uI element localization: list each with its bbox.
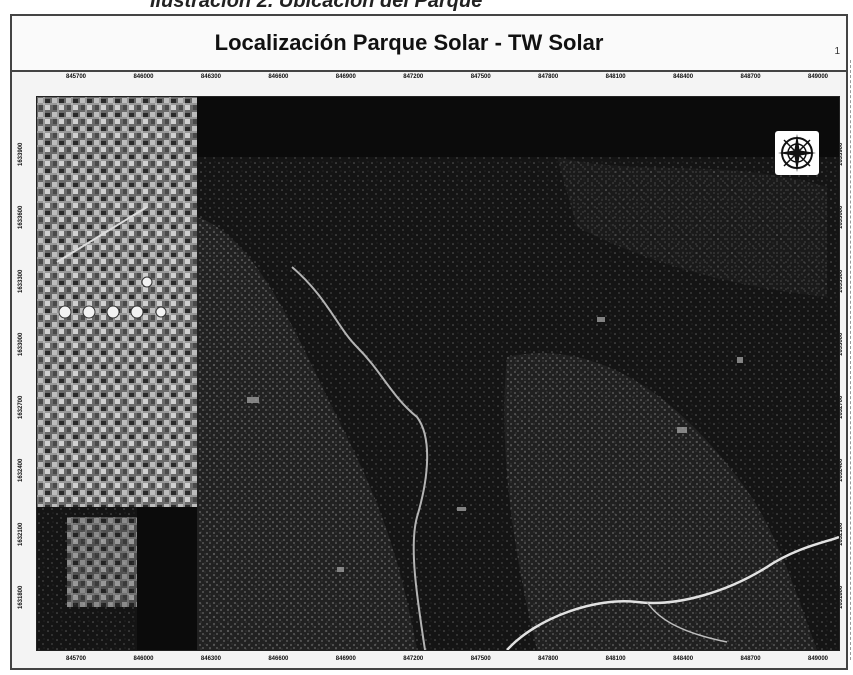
x-tick-label: 848100 <box>605 74 626 80</box>
x-tick-label: 847800 <box>538 656 559 662</box>
y-axis-ticks-left: 1633900 1633600 1633300 1633000 1632700 16324… <box>18 96 32 649</box>
y-tick-label: 1633600 <box>18 205 24 230</box>
x-tick-label: 847200 <box>403 74 424 80</box>
y-tick-label: 1631800 <box>18 585 24 609</box>
x-tick-label: 848700 <box>740 656 761 662</box>
x-tick-label: 846000 <box>133 656 154 662</box>
x-tick-label: 846600 <box>268 74 289 80</box>
x-tick-label: 846600 <box>268 656 289 662</box>
y-tick-label: 1632400 <box>18 459 24 483</box>
y-tick-label: 1633300 <box>18 269 24 293</box>
x-tick-label: 846300 <box>200 656 221 662</box>
map-frame: Localización Parque Solar - TW Solar 1 8… <box>10 14 848 670</box>
y-tick-label: 1632100 <box>18 522 24 546</box>
x-tick-label: 846900 <box>335 656 356 662</box>
x-tick-label: 846900 <box>335 74 356 80</box>
x-tick-label: 847500 <box>470 656 491 662</box>
x-tick-label: 845700 <box>65 74 87 80</box>
x-axis-ticks-bottom: 845700 846000 846300 846600 846900 847200 8475… <box>36 656 838 668</box>
x-tick-label: 847800 <box>538 74 559 80</box>
figure-caption: Ilustración 2. Ubicación del Parque <box>150 0 483 12</box>
x-tick-label: 847200 <box>403 656 424 662</box>
x-tick-label: 848700 <box>740 74 761 80</box>
compass-rose-icon <box>775 131 819 175</box>
corner-mark: 1 <box>834 46 840 57</box>
y-tick-label: 1632700 <box>18 395 24 420</box>
x-tick-label: 848400 <box>673 656 694 662</box>
x-axis-ticks-top: 845700 846000 846300 846600 846900 847200 8475… <box>36 74 838 86</box>
satellite-map[interactable] <box>36 96 840 651</box>
page-edge-marks <box>846 60 851 660</box>
y-tick-label: 1633000 <box>18 332 24 356</box>
x-tick-label: 848400 <box>673 74 694 80</box>
x-tick-label: 846000 <box>133 74 154 80</box>
map-title: Localización Parque Solar - TW Solar <box>214 30 604 55</box>
x-tick-label: 847500 <box>470 74 491 80</box>
x-tick-label: 848100 <box>605 656 626 662</box>
map-title-bar: Localización Parque Solar - TW Solar 1 <box>12 16 846 72</box>
satellite-imagery <box>37 97 839 650</box>
y-tick-label: 1633900 <box>18 142 24 166</box>
x-tick-label: 846300 <box>200 74 221 80</box>
x-tick-label: 849000 <box>807 74 829 80</box>
x-tick-label: 849000 <box>807 656 829 662</box>
x-tick-label: 845700 <box>65 656 87 662</box>
